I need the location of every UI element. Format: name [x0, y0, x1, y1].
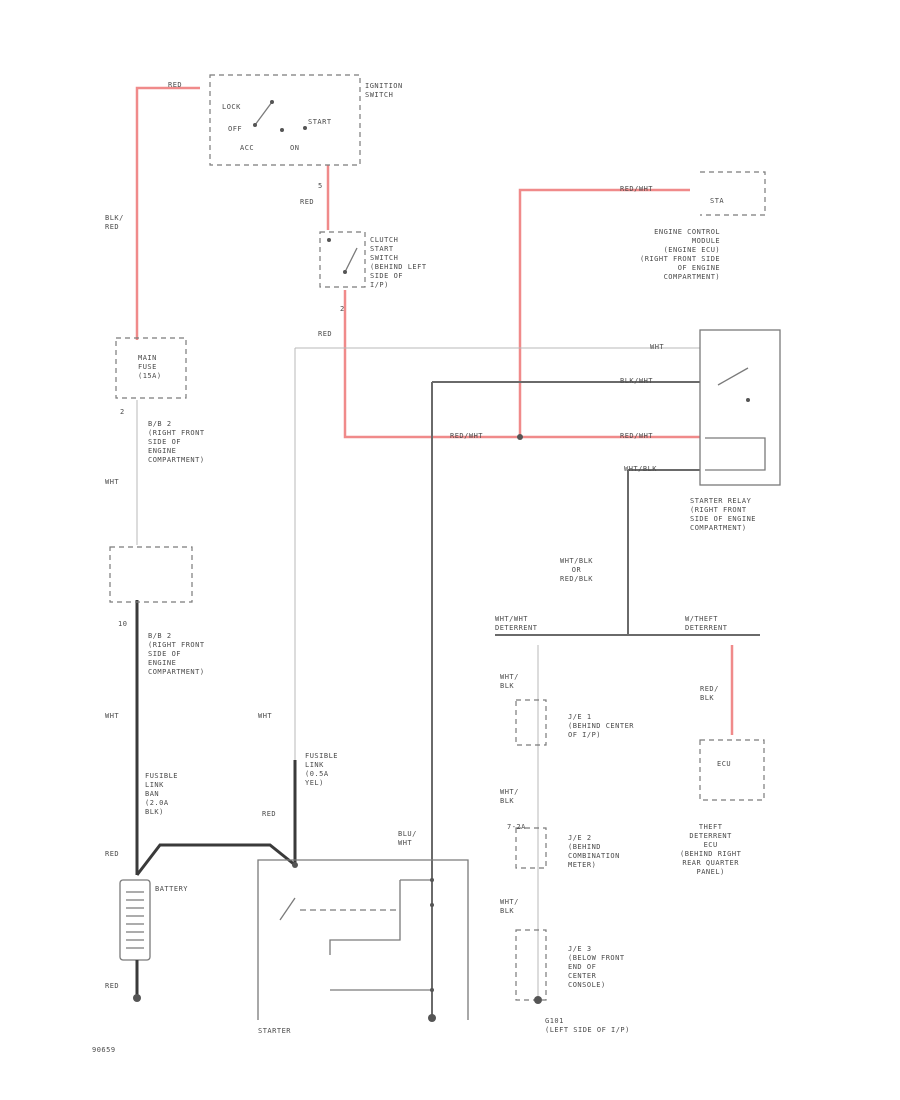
wire-red-wht-relay-label: RED/WHT — [450, 432, 484, 440]
wire-red-wht-to-ecm — [518, 188, 690, 437]
ecm-connector — [700, 171, 766, 216]
wire-wht-1-label: WHT — [105, 478, 120, 486]
junction-2-pin: 7-2A — [507, 823, 526, 831]
main-fuse-terminal: 2 — [120, 408, 125, 416]
ignition-switch-label: IGNITION SWITCH — [365, 82, 403, 99]
wire-red-blk-label: RED/ BLK — [700, 685, 719, 702]
theft-ecu-label: THEFT DETERRENT ECU (BEHIND RIGHT REAR Q… — [680, 823, 742, 876]
wire-red-wht-2-label: RED/WHT — [620, 432, 654, 440]
junction-1 — [515, 699, 547, 746]
ecm-label: ENGINE CONTROL MODULE (ENGINE ECU) (RIGH… — [640, 228, 721, 281]
wire-blk-red-battery-feed — [135, 86, 200, 340]
starter-housing — [257, 859, 469, 1020]
starter-relay-label: STARTER RELAY (RIGHT FRONT SIDE OF ENGIN… — [690, 497, 757, 532]
clutch-output-wire: RED — [318, 330, 333, 338]
wire-wht-blk-relay-label: WHT/BLK — [624, 465, 658, 473]
wire-fusible-link-to-starter — [135, 843, 296, 876]
wire-red-batt-label: RED — [105, 850, 120, 858]
wire-red-starter-label: RED — [262, 810, 277, 818]
battery-label: BATTERY — [155, 885, 189, 893]
battery-symbol — [119, 879, 151, 961]
wire-red-ground-label: RED — [105, 982, 120, 990]
wire-wht-2-label: WHT — [105, 712, 120, 720]
wire-wht-blk-2-label: WHT/ BLK — [500, 788, 519, 805]
ign-output-wire: RED — [300, 198, 315, 206]
junction-1-label: J/E 1 (BEHIND CENTER OF I/P) — [568, 713, 635, 739]
clutch-switch-label: CLUTCH START SWITCH (BEHIND LEFT SIDE OF… — [370, 236, 427, 289]
starter-label: STARTER — [258, 1027, 292, 1035]
clutch-switch-box — [319, 231, 366, 288]
junction-3 — [515, 929, 547, 1001]
junction-2-label: J/E 2 (BEHIND COMBINATION METER) — [568, 834, 620, 869]
wire-blk-wht-label: BLK/WHT — [620, 377, 654, 385]
battery-feed-wire: BLK/ RED — [105, 214, 124, 231]
wire-wht-blk-or-label: WHT/BLK OR RED/BLK — [560, 557, 594, 583]
fuse-block-terminal: 10 — [118, 620, 128, 628]
fuse-block-location: B/B 2 (RIGHT FRONT SIDE OF ENGINE COMPAR… — [148, 632, 205, 676]
ign-off-label: OFF — [228, 125, 243, 133]
junction-3-label: J/E 3 (BELOW FRONT END OF CENTER CONSOLE… — [568, 945, 625, 989]
wire-red-wht-ecm-label: RED/WHT — [620, 185, 654, 193]
wire-wht-relay-label: WHT — [650, 343, 665, 351]
wire-wht-wht-deterrent-label: WHT/WHT DETERRENT — [495, 615, 538, 632]
diagram-id: 90659 — [92, 1046, 116, 1054]
wire-red-clutch-to-relay — [343, 290, 700, 439]
wire-wht-3-label: WHT — [258, 712, 273, 720]
theft-ecu-box-label: ECU — [717, 760, 732, 768]
main-fuse-location: B/B 2 (RIGHT FRONT SIDE OF ENGINE COMPAR… — [148, 420, 205, 464]
main-fuse-label: MAIN FUSE (15A) — [138, 354, 162, 380]
fusible-link-1-label: FUSIBLE LINK BAN (2.0A BLK) — [145, 772, 179, 816]
ign-terminal: 5 — [318, 182, 323, 190]
wire-wht-blk-3-label: WHT/ BLK — [500, 898, 519, 915]
ign-acc-label: ACC — [240, 144, 255, 152]
junction-2 — [515, 827, 547, 869]
ign-input-wire: RED — [168, 81, 183, 89]
main-fuse-box — [115, 337, 187, 399]
g101-label: G101 (LEFT SIDE OF I/P) — [545, 1017, 630, 1034]
ign-lock-label: LOCK — [222, 103, 241, 111]
fuse-block-box — [109, 546, 193, 603]
ecm-pin-label: STA — [710, 197, 725, 205]
ign-start-label: START — [308, 118, 332, 126]
clutch-terminal: 2 — [340, 305, 345, 313]
theft-ecu-box — [699, 739, 765, 801]
wire-blu-wht-label: BLU/ WHT — [398, 830, 417, 847]
ignition-switch-box — [209, 74, 361, 166]
fusible-link-2-label: FUSIBLE LINK (0.5A YEL) — [305, 752, 339, 787]
wire-wht-blk-1-label: WHT/ BLK — [500, 673, 519, 690]
starter-relay-box — [699, 329, 781, 486]
wire-w-deterrent-label: W/THEFT DETERRENT — [685, 615, 728, 632]
ign-on-label: ON — [290, 144, 300, 152]
